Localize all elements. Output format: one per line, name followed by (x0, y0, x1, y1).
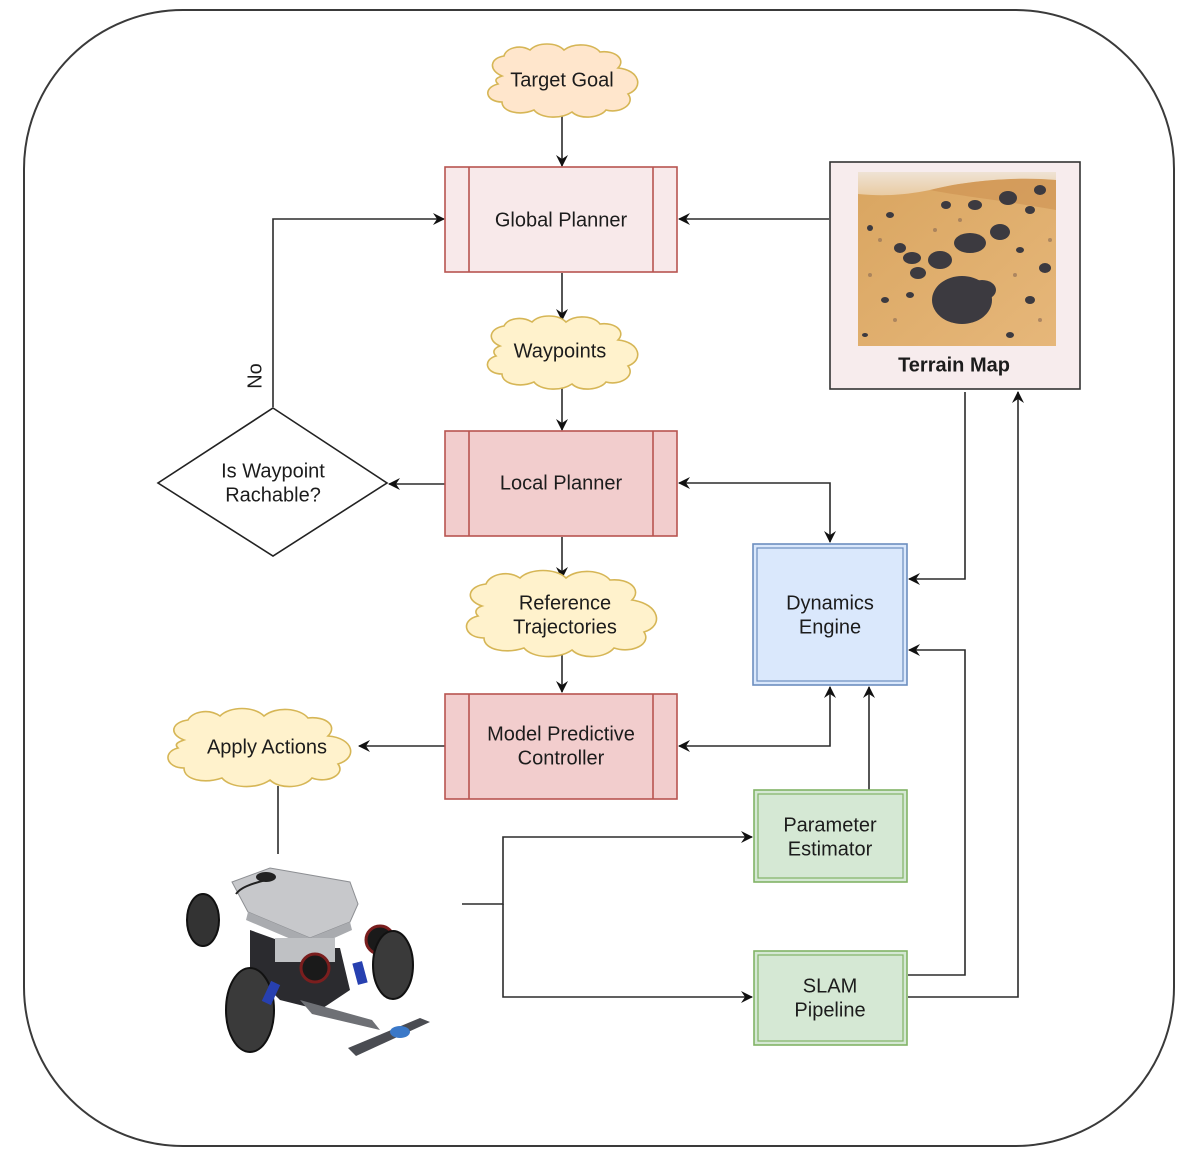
node-label-line-2: Estimator (788, 838, 873, 860)
node-label-line-2: Trajectories (513, 616, 617, 638)
node-label-line-1: Reference (519, 592, 611, 614)
node-parameter-estimator[interactable]: Parameter Estimator (753, 789, 908, 883)
edge-mpc-dynamics (678, 686, 836, 752)
edge-slam-to-dynamics (908, 644, 966, 976)
edge-terrain-to-dynamics (908, 392, 966, 585)
node-label: Local Planner (500, 472, 623, 494)
node-local-planner[interactable]: Local Planner (444, 430, 678, 537)
node-decision-waypoint-reachable[interactable]: Is Waypoint Rachable? (156, 407, 389, 557)
cloud-shape (465, 569, 658, 658)
inner-border (756, 547, 904, 682)
node-model-predictive-controller[interactable]: Model Predictive Controller (444, 693, 678, 800)
node-label-line-1: Dynamics (786, 592, 874, 614)
node-apply-actions[interactable]: Apply Actions (167, 707, 352, 788)
cloud-shape (486, 315, 639, 390)
robot-car-image (186, 867, 430, 1056)
inner-border (757, 793, 904, 879)
edge-robot-to-estimator (462, 831, 753, 905)
node-slam-pipeline[interactable]: SLAM Pipeline (753, 950, 908, 1046)
cloud-shape (487, 43, 639, 118)
node-label: Global Planner (495, 209, 628, 231)
process-box (444, 693, 678, 800)
outer-border (752, 543, 908, 686)
edge-slam-to-terrain (908, 391, 1024, 998)
node-label-line-2: Pipeline (794, 999, 865, 1021)
node-label: Apply Actions (207, 736, 327, 758)
edge-robot-to-slam (502, 904, 753, 1003)
node-terrain-map[interactable]: Terrain Map (829, 161, 1081, 390)
cloud-shape (167, 707, 352, 788)
edge-label-no: No (244, 363, 266, 389)
node-global-planner[interactable]: Global Planner (444, 166, 678, 273)
diamond-shape (156, 407, 389, 557)
node-label: Waypoints (514, 340, 607, 362)
node-label-line-1: Parameter (783, 814, 877, 836)
node-label-line-2: Engine (799, 616, 861, 638)
edge-decision-no-to-global (272, 213, 445, 407)
node-dynamics-engine[interactable]: Dynamics Engine (752, 543, 908, 686)
node-label-line-1: Model Predictive (487, 723, 635, 745)
node-label: Terrain Map (898, 354, 1010, 376)
process-box (444, 430, 678, 537)
node-label-line-2: Controller (518, 747, 605, 769)
node-label-line-1: SLAM (803, 975, 857, 997)
terrain-image (858, 172, 1056, 346)
outer-border (753, 950, 908, 1046)
node-label-line-1: Is Waypoint (221, 460, 325, 482)
outer-border (753, 789, 908, 883)
node-label: Target Goal (510, 69, 613, 91)
inner-border (757, 954, 904, 1042)
node-reference-trajectories[interactable]: Reference Trajectories (465, 569, 658, 658)
node-waypoints[interactable]: Waypoints (486, 315, 639, 390)
node-target-goal[interactable]: Target Goal (487, 43, 639, 118)
edge-local-dynamics (678, 477, 836, 543)
diagram-frame (23, 9, 1175, 1147)
node-label-line-2: Rachable? (225, 484, 321, 506)
process-box (444, 166, 678, 273)
